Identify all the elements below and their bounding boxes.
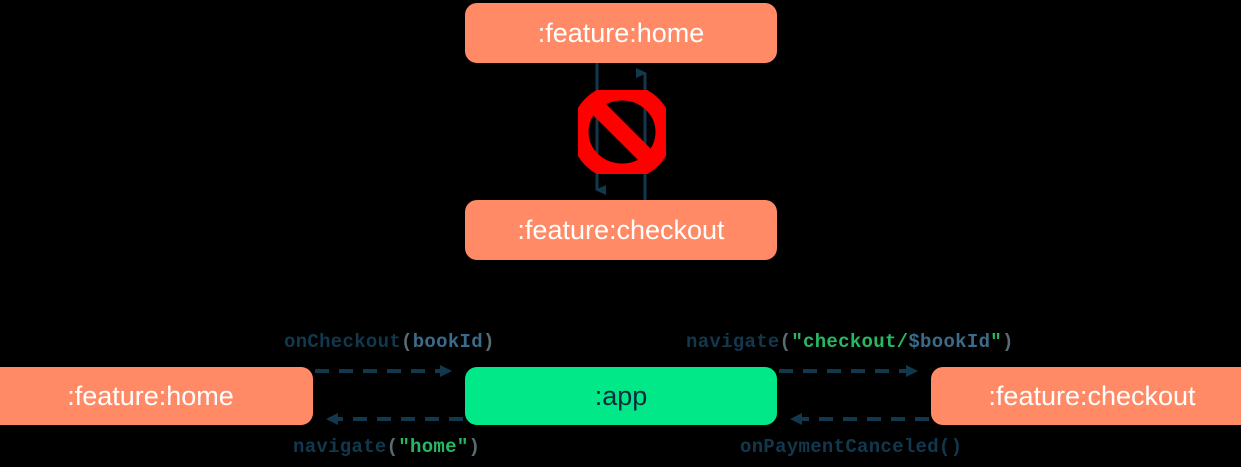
- label-token: navigate: [686, 331, 780, 353]
- label-token: ): [468, 436, 481, 458]
- prohibition-icon: [578, 90, 666, 174]
- label-token: "checkout/: [791, 331, 909, 353]
- label-token: ": [990, 331, 1002, 353]
- node-label: :feature:checkout: [988, 380, 1196, 411]
- label-token: "home": [398, 436, 469, 458]
- label-token: (: [779, 331, 792, 353]
- edge-label-navigate-home: navigate("home"): [293, 438, 480, 457]
- label-token: ): [1001, 331, 1014, 353]
- label-token: (: [401, 331, 413, 353]
- node-label: :feature:home: [537, 17, 705, 48]
- node-feature-home-top[interactable]: :feature:home: [465, 3, 777, 63]
- node-feature-checkout-top[interactable]: :feature:checkout: [465, 200, 777, 260]
- node-label: :feature:checkout: [517, 214, 725, 245]
- node-feature-checkout-bottom[interactable]: :feature:checkout: [931, 367, 1241, 425]
- edge-label-on-payment-canceled: onPaymentCanceled(): [740, 438, 962, 457]
- label-token: onPaymentCanceled(): [740, 436, 963, 458]
- label-token: bookId: [412, 331, 483, 353]
- label-token: ): [482, 331, 495, 353]
- node-label: :app: [594, 380, 648, 411]
- edge-label-navigate-checkout: navigate("checkout/$bookId"): [686, 333, 1014, 352]
- label-token: navigate: [293, 436, 387, 458]
- label-token: onCheckout: [284, 331, 402, 353]
- node-feature-home-bottom[interactable]: :feature:home: [0, 367, 313, 425]
- node-label: :feature:home: [67, 380, 234, 411]
- label-token: (: [386, 436, 399, 458]
- node-app[interactable]: :app: [465, 367, 777, 425]
- label-token: $bookId: [908, 331, 991, 353]
- edge-label-on-checkout: onCheckout(bookId): [284, 333, 495, 352]
